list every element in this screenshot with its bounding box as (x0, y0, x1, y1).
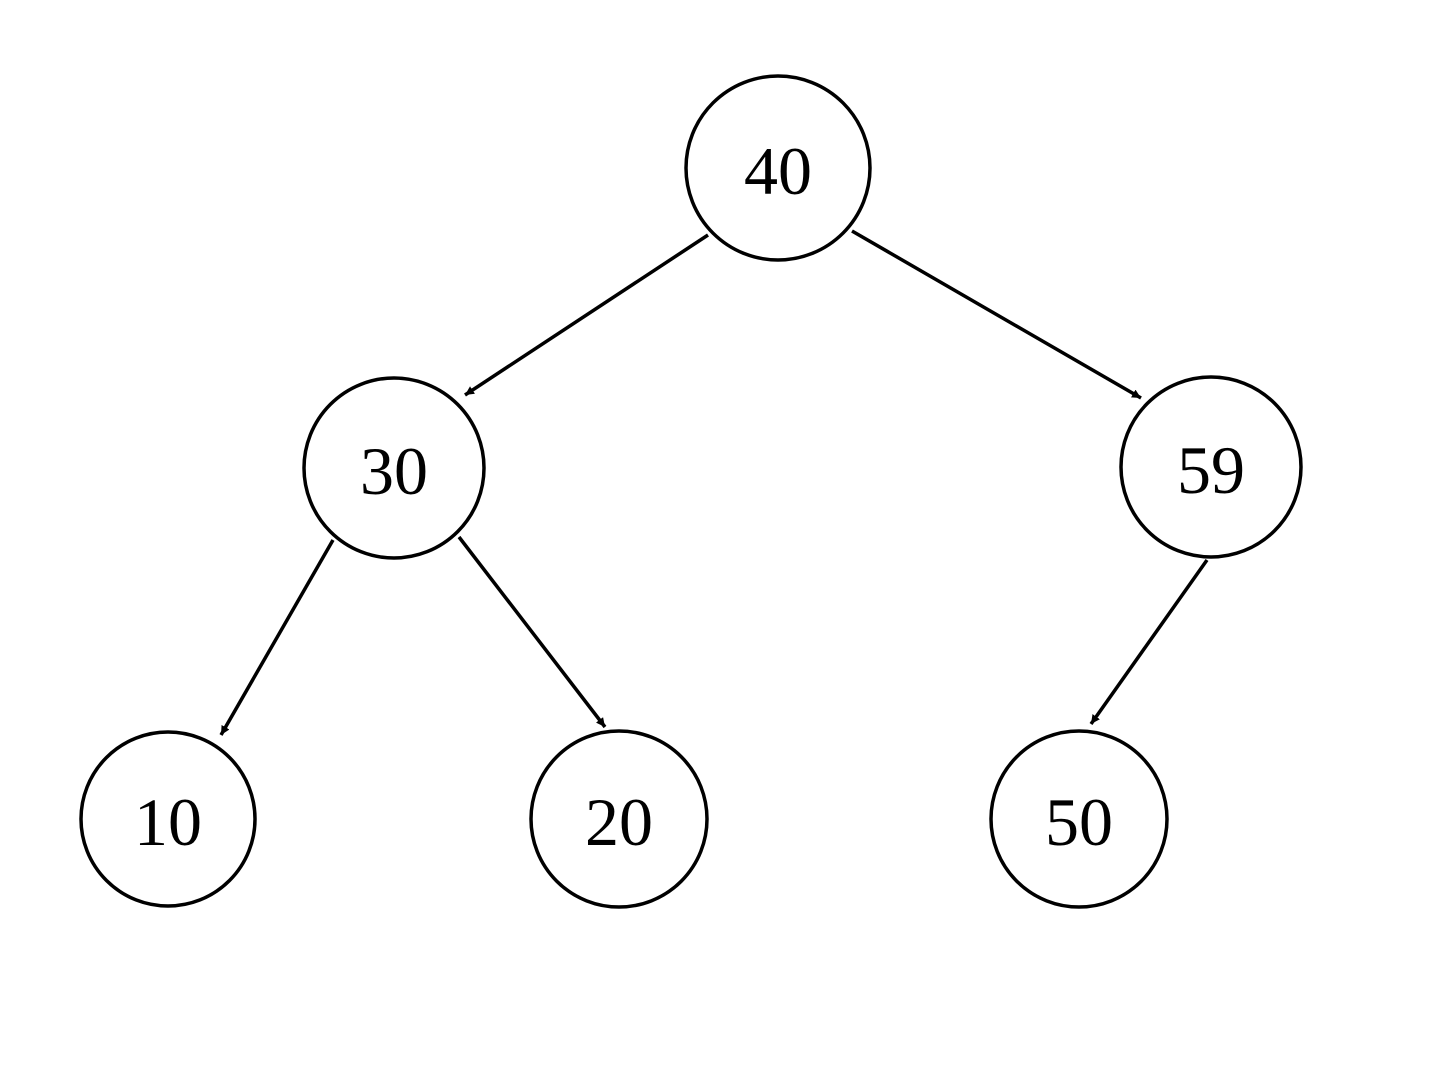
tree-node-30: 30 (302, 376, 486, 560)
node-circle (1119, 375, 1303, 559)
node-label: 20 (585, 784, 653, 860)
edges-group (219, 229, 1209, 736)
node-label: 50 (1045, 784, 1113, 860)
tree-node-40: 40 (684, 74, 872, 262)
edge-40-to-59 (851, 229, 1142, 400)
edge-59-to-50 (1089, 558, 1209, 726)
node-circle (302, 376, 486, 560)
node-circle (79, 730, 257, 908)
node-circle (529, 729, 709, 909)
node-label: 30 (360, 433, 428, 509)
node-circle (989, 729, 1169, 909)
tree-node-50: 50 (989, 729, 1169, 909)
edge-30-to-10 (219, 539, 335, 736)
node-circle (684, 74, 872, 262)
tree-node-20: 20 (529, 729, 709, 909)
tree-node-59: 59 (1119, 375, 1303, 559)
node-label: 10 (134, 784, 202, 860)
edge-30-to-20 (457, 535, 607, 729)
node-label: 59 (1177, 432, 1245, 508)
node-label: 40 (744, 133, 812, 209)
tree-node-10: 10 (79, 730, 257, 908)
edge-40-to-30 (464, 233, 709, 397)
